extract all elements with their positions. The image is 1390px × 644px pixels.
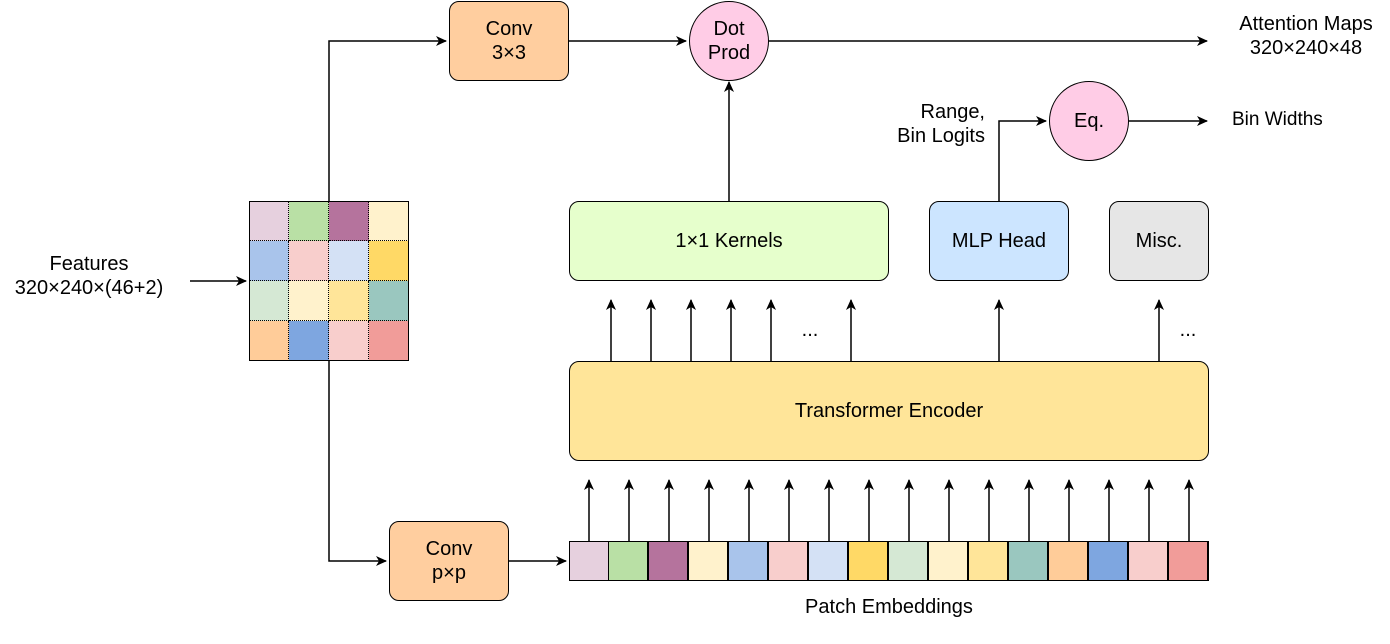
- feature-cell: [289, 321, 329, 361]
- patch-cell: [1008, 541, 1048, 581]
- mlp-head-node: MLP Head: [929, 201, 1069, 281]
- attention-maps-label: Attention Maps 320×240×48: [1239, 13, 1373, 59]
- feature-cell: [249, 281, 289, 321]
- patch-cell: [1128, 541, 1168, 581]
- patch-cell: [888, 541, 928, 581]
- patch-embeddings-label: Patch Embeddings: [805, 596, 973, 618]
- patch-cell: [968, 541, 1008, 581]
- patch-cell: [688, 541, 728, 581]
- feature-cell: [369, 281, 409, 321]
- feature-cell: [329, 201, 369, 241]
- grid-to-conv3-arrow: [328, 36, 447, 201]
- misc-node: Misc.: [1109, 201, 1209, 281]
- patch-cell: [728, 541, 768, 581]
- patch-embeddings-row: [569, 541, 1209, 581]
- conv-3x3-node: Conv 3×3: [449, 1, 569, 81]
- feature-cell: [369, 241, 409, 281]
- feature-cell: [289, 281, 329, 321]
- equation-node: Eq.: [1049, 81, 1129, 161]
- bin-widths-label: Bin Widths: [1232, 109, 1323, 130]
- range-bin-logits-label: Range, Bin Logits: [897, 101, 985, 147]
- feature-cell: [249, 241, 289, 281]
- conv-pxp-node: Conv p×p: [389, 521, 509, 601]
- dot-product-node: Dot Prod: [689, 1, 769, 81]
- patch-cell: [1168, 541, 1208, 581]
- feature-cell: [369, 321, 409, 361]
- patch-cell: [1048, 541, 1088, 581]
- feature-cell: [329, 281, 369, 321]
- feature-cell: [329, 241, 369, 281]
- patch-cell: [848, 541, 888, 581]
- feature-cell: [289, 201, 329, 241]
- patch-cell: [768, 541, 808, 581]
- transformer-encoder-node: Transformer Encoder: [569, 361, 1209, 461]
- feature-cell: [249, 201, 289, 241]
- feature-cell: [289, 241, 329, 281]
- patch-cell: [648, 541, 688, 581]
- feature-cell: [249, 321, 289, 361]
- patch-cell: [608, 541, 648, 581]
- feature-cell: [369, 201, 409, 241]
- grid-to-convp-arrow: [328, 361, 387, 566]
- kernels-node: 1×1 Kernels: [569, 201, 889, 281]
- features-label: Features 320×240×(46+2): [14, 253, 164, 299]
- patch-cell: [569, 541, 609, 581]
- patch-cell: [808, 541, 848, 581]
- patch-cell: [1088, 541, 1128, 581]
- patch-cell: [928, 541, 968, 581]
- ellipsis-label: ...: [1179, 319, 1197, 341]
- mlp-to-eq-arrow: [998, 116, 1047, 201]
- ellipsis-label: ...: [801, 319, 819, 341]
- feature-grid: [249, 201, 409, 361]
- feature-cell: [329, 321, 369, 361]
